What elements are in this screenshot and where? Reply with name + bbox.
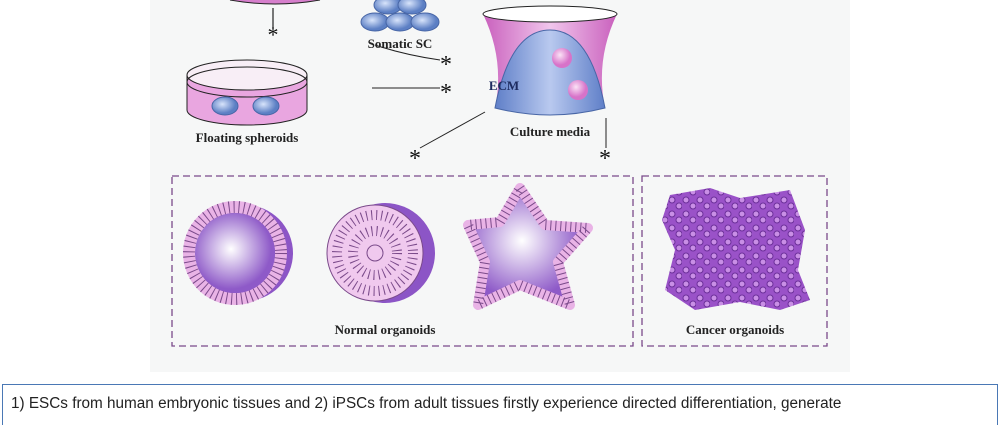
- dish-edge: [229, 0, 321, 5]
- organoid-solid-icon: [326, 203, 435, 303]
- petri-dish-icon: [186, 59, 308, 126]
- culture-cup-icon: [482, 5, 618, 116]
- label-floating-spheroids: Floating spheroids: [195, 130, 299, 145]
- svg-text:*: *: [599, 146, 611, 172]
- organoid-cyst-icon: [183, 201, 293, 305]
- normal-frame: [171, 175, 634, 347]
- caption-text: 1) ESCs from human embryonic tissues and…: [11, 395, 842, 412]
- label-normal-organoids: Normal organoids: [334, 322, 436, 337]
- label-culture-media: Culture media: [509, 124, 591, 139]
- caption-box: 1) ESCs from human embryonic tissues and…: [2, 384, 998, 425]
- cancer-frame: [641, 175, 828, 347]
- svg-text:*: *: [409, 146, 421, 172]
- label-somatic-sc: Somatic SC: [367, 36, 433, 51]
- diagram-graphic: * * * * *: [171, 0, 828, 347]
- svg-text:*: *: [268, 22, 279, 47]
- label-ecm: ECM: [488, 78, 520, 93]
- cancer-organoid-icon: [662, 188, 810, 310]
- somatic-cells-icon: [360, 0, 440, 32]
- svg-text:*: *: [440, 52, 452, 78]
- organoid-star-icon: [463, 183, 593, 310]
- label-cancer-organoids: Cancer organoids: [685, 322, 785, 337]
- svg-text:*: *: [440, 80, 452, 106]
- organoid-diagram: * * * * *: [150, 0, 850, 372]
